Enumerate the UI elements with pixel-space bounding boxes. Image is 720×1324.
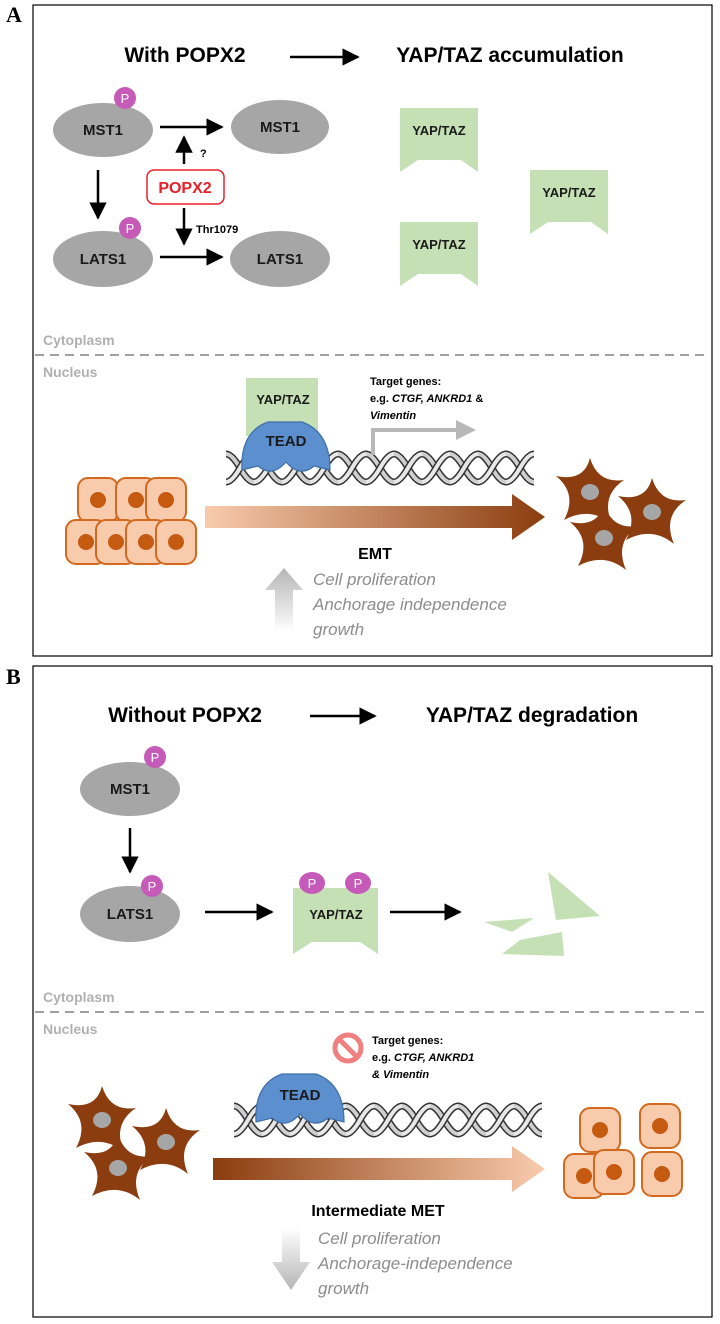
epithelial-cells: [65, 477, 197, 565]
lats1-node: [80, 886, 180, 942]
yap-taz-shape: [530, 170, 608, 234]
cytoplasm-label: Cytoplasm: [43, 332, 115, 348]
lats1-label: LATS1: [107, 906, 153, 923]
mst1-target-label: MST1: [260, 119, 300, 136]
panel-a-letter: A: [6, 2, 22, 27]
phenotype-3: growth: [318, 1279, 369, 1298]
phospho-badge: [141, 875, 163, 897]
mst1-node: [53, 103, 153, 157]
emt-label: EMT: [358, 546, 392, 563]
phospho-label: P: [354, 876, 363, 891]
phospho-label: P: [121, 91, 130, 106]
phospho-badge: [144, 746, 166, 768]
popx2-label: POPX2: [158, 180, 211, 197]
panel-b-frame: [32, 665, 713, 1318]
emt-arrow: [205, 494, 545, 540]
target-genes-line-1: e.g. CTGF, ANKRD1 &: [370, 393, 483, 405]
phenotype-2: Anchorage-independence: [317, 1254, 513, 1273]
phospho-label: P: [126, 221, 135, 236]
phospho-label: P: [308, 876, 317, 891]
tead-label: TEAD: [266, 433, 307, 450]
met-arrow: [213, 1146, 545, 1192]
tead-protein: [255, 1073, 345, 1124]
mst1-label: MST1: [83, 122, 123, 139]
lats1-label: LATS1: [80, 251, 126, 268]
yap-taz-label: YAP/TAZ: [412, 123, 466, 138]
thr-site-label: Thr1079: [196, 224, 238, 236]
panel-b: B Without POPX2 YAP/TAZ degradation MST1…: [6, 664, 713, 1318]
tead-label: TEAD: [280, 1087, 321, 1104]
yap-taz-shape: [293, 888, 378, 954]
target-genes-line-1: e.g. CTGF, ANKRD1: [372, 1052, 474, 1064]
cytoplasm-label: Cytoplasm: [43, 989, 115, 1005]
phenotype-1: Cell proliferation: [313, 570, 436, 589]
lats1-target-node: [230, 231, 330, 287]
blocked-icon: [332, 1032, 364, 1064]
nucleus-label: Nucleus: [43, 1021, 98, 1037]
yap-taz-label: YAP/TAZ: [542, 185, 596, 200]
phospho-badge: [299, 872, 325, 894]
yap-taz-label: YAP/TAZ: [309, 907, 363, 922]
phospho-label: P: [151, 750, 160, 765]
yap-taz-label: YAP/TAZ: [256, 392, 310, 407]
decrease-arrow: [272, 1228, 310, 1290]
panel-b-title-left: Without POPX2: [108, 704, 262, 727]
target-genes-heading: Target genes:: [372, 1035, 443, 1047]
mst1-label: MST1: [110, 781, 150, 798]
phenotype-1: Cell proliferation: [318, 1229, 441, 1248]
met-label: Intermediate MET: [311, 1203, 445, 1220]
panel-a-title-left: With POPX2: [124, 44, 245, 67]
phenotype-3: growth: [313, 620, 364, 639]
phospho-badge: [345, 872, 371, 894]
increase-arrow: [265, 568, 303, 632]
phenotype-2: Anchorage independence: [312, 595, 507, 614]
nucleus-label: Nucleus: [43, 364, 98, 380]
yap-taz-shape: [400, 108, 478, 172]
panel-b-letter: B: [6, 664, 21, 689]
target-genes-heading: Target genes:: [370, 376, 441, 388]
mst1-node: [80, 762, 180, 816]
lats1-target-label: LATS1: [257, 251, 303, 268]
popx2-box: [146, 169, 225, 205]
phospho-badge: [119, 217, 141, 239]
panel-a-title-right: YAP/TAZ accumulation: [396, 44, 624, 67]
phospho-label: P: [148, 879, 157, 894]
transcription-arrow: [371, 420, 476, 455]
question-label: ?: [200, 148, 207, 160]
lats1-node: [53, 231, 153, 287]
yap-taz-shape: [400, 222, 478, 286]
yap-taz-label: YAP/TAZ: [412, 237, 466, 252]
epithelial-cells: [563, 1103, 683, 1199]
tead-protein: [241, 421, 331, 472]
phospho-badge: [114, 87, 136, 109]
panel-a: A With POPX2 YAP/TAZ accumulation MST1 P…: [6, 2, 713, 657]
panel-b-title-right: YAP/TAZ degradation: [426, 704, 638, 727]
panel-a-frame: [32, 4, 713, 657]
mesenchymal-cells: [68, 1086, 200, 1200]
target-genes-line-2: & Vimentin: [372, 1069, 429, 1081]
mst1-target-node: [231, 100, 329, 154]
degraded-yap-taz: [484, 872, 600, 956]
target-genes-line-2: Vimentin: [370, 410, 416, 422]
mesenchymal-cells: [556, 458, 686, 570]
